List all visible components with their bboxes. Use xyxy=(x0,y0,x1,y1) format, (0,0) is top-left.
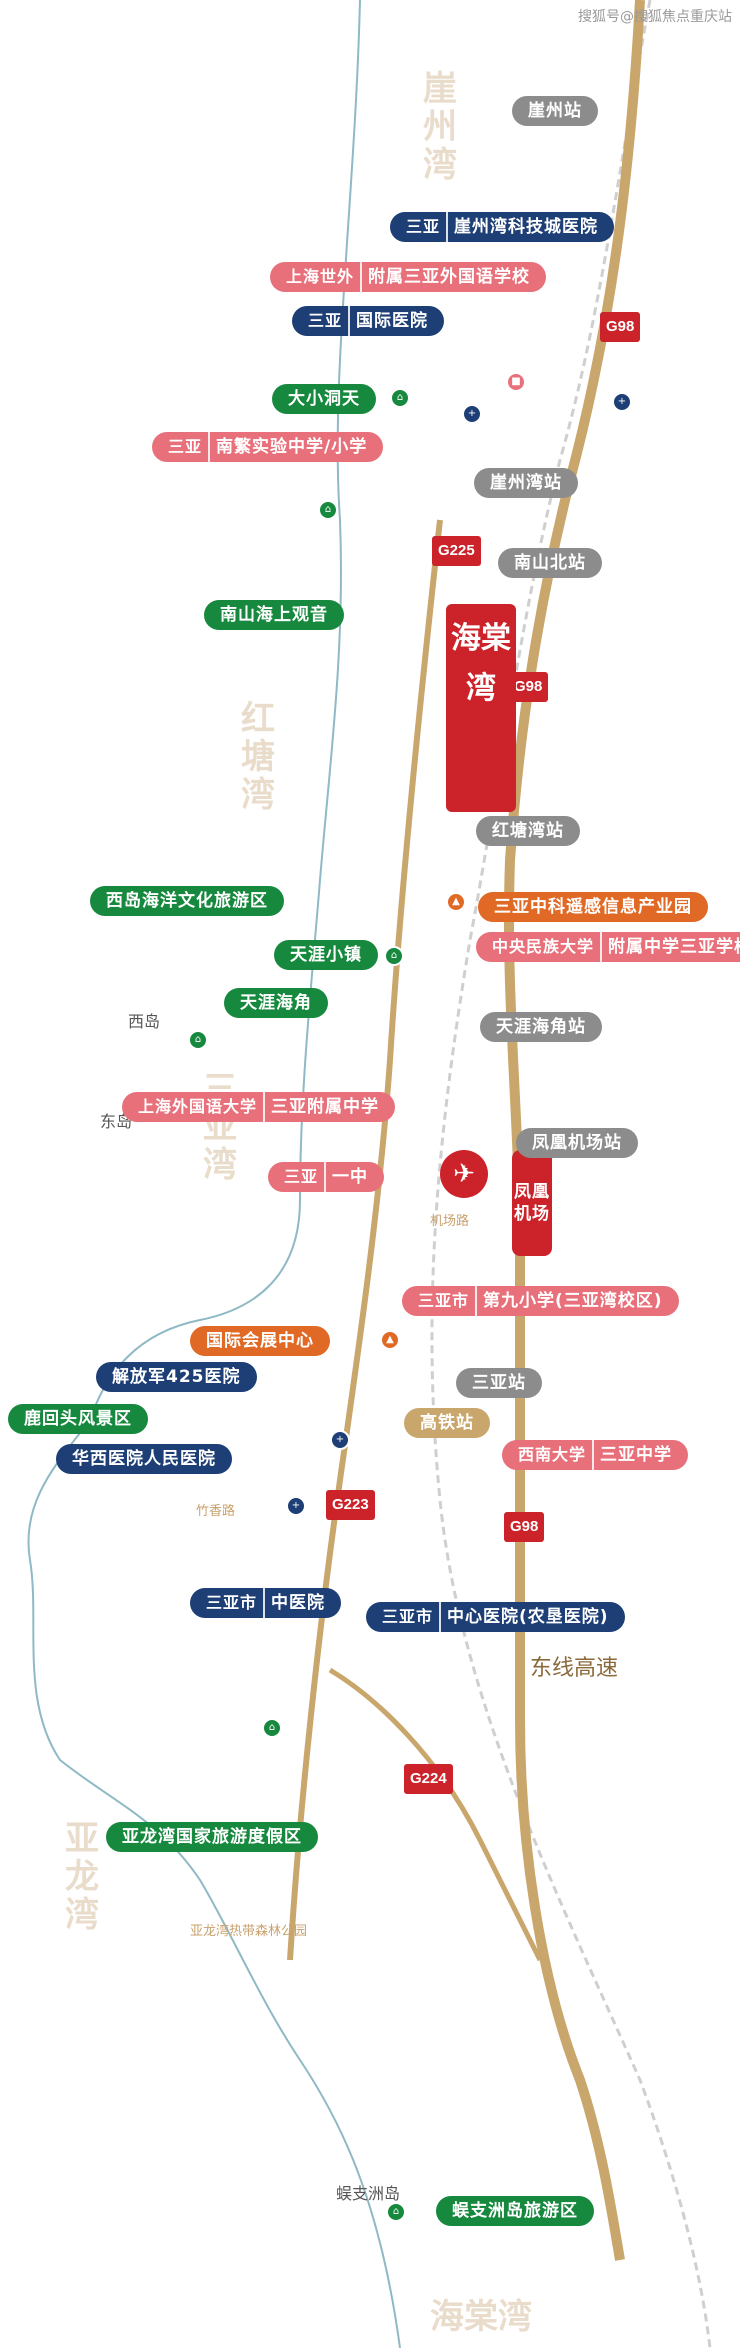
hospital-city-central-prefix: 三亚市 xyxy=(382,1602,442,1632)
scenic-wuzhizhou[interactable]: 蜈支洲岛旅游区 xyxy=(436,2196,594,2226)
station-gaotie[interactable]: 高铁站 xyxy=(404,1408,490,1438)
airport-icon: ✈ xyxy=(440,1150,488,1198)
hospital-sanya-intl-prefix: 三亚 xyxy=(308,306,351,336)
road-g98-low: G98 xyxy=(504,1512,545,1542)
place-wuzhizhou: 蜈支洲岛 xyxy=(336,2184,401,2203)
hospital-sanya-intl-name: 国际医院 xyxy=(356,311,429,331)
station-phoenix-airport[interactable]: 凤凰机场站 xyxy=(516,1128,638,1158)
hospital-marker-icon: + xyxy=(330,1430,350,1450)
industry-science-park[interactable]: 三亚中科遥感信息产业园 xyxy=(478,892,708,922)
industry-marker-icon: ▲ xyxy=(446,892,466,912)
bay-yazhou: 崖州湾 xyxy=(423,69,457,185)
school-shangwai-prefix: 上海世外 xyxy=(286,262,363,292)
project-highlight[interactable]: 海棠湾 xyxy=(446,604,516,812)
school-shangwai2-name: 三亚附属中学 xyxy=(271,1097,380,1117)
scenic-marker-icon: ⌂ xyxy=(390,388,410,408)
school-sanya-no1-prefix: 三亚 xyxy=(284,1162,327,1192)
station-sanya[interactable]: 三亚站 xyxy=(456,1368,542,1398)
school-xinan[interactable]: 西南大学 三亚中学 xyxy=(502,1440,689,1470)
school-xinan-prefix: 西南大学 xyxy=(518,1440,595,1470)
hospital-marker-icon: + xyxy=(612,392,632,412)
scenic-xidao-culture[interactable]: 西岛海洋文化旅游区 xyxy=(90,886,284,916)
school-shangwai2-prefix: 上海外国语大学 xyxy=(138,1092,266,1122)
g224-road xyxy=(328,1667,543,1962)
school-shangwai[interactable]: 上海世外 附属三亚外国语学校 xyxy=(270,262,547,292)
scenic-marker-icon: ⌂ xyxy=(188,1030,208,1050)
scenic-marker-icon: ⌂ xyxy=(384,946,404,966)
station-nanshanbei[interactable]: 南山北站 xyxy=(498,548,602,578)
road-g98-top: G98 xyxy=(600,312,641,342)
road-g224: G224 xyxy=(404,1764,453,1794)
scenic-yalong[interactable]: 亚龙湾国家旅游度假区 xyxy=(106,1822,318,1852)
road-g225: G225 xyxy=(432,536,481,566)
school-marker-icon: ■ xyxy=(506,372,526,392)
scenic-marker-icon: ⌂ xyxy=(386,2202,406,2222)
station-tianyahaijiao[interactable]: 天涯海角站 xyxy=(480,1012,602,1042)
school-nanfan-name: 南繁实验中学/小学 xyxy=(216,437,368,457)
school-nanfan-prefix: 三亚 xyxy=(168,432,211,462)
scenic-tianya[interactable]: 天涯海角 xyxy=(224,988,328,1018)
scenic-marker-icon: ⌂ xyxy=(262,1718,282,1738)
station-hongtangwan[interactable]: 红塘湾站 xyxy=(476,816,580,846)
school-shangwai-name: 附属三亚外国语学校 xyxy=(368,267,531,287)
project-name: 海棠湾 xyxy=(451,621,511,706)
school-nanfan[interactable]: 三亚 南繁实验中学/小学 xyxy=(152,432,384,462)
hospital-marker-icon: + xyxy=(462,404,482,424)
hospital-city-central[interactable]: 三亚市 中心医院(农垦医院) xyxy=(366,1602,625,1632)
hospital-people[interactable]: 华西医院人民医院 xyxy=(56,1444,232,1474)
bay-hongtang: 红塘湾 xyxy=(241,699,275,815)
scenic-dayao[interactable]: 大小洞天 xyxy=(272,384,376,414)
hospital-city-central-name: 中心医院(农垦医院) xyxy=(447,1607,609,1627)
bay-sanya: 三亚湾 xyxy=(203,1069,237,1185)
hospital-city-tcm-name: 中医院 xyxy=(271,1593,326,1613)
industry-expo[interactable]: 国际会展中心 xyxy=(190,1326,330,1356)
school-minzu-name: 附属中学三亚学校 xyxy=(608,937,740,957)
bay-yalong: 亚龙湾 xyxy=(65,1819,99,1935)
hospital-city-tcm-prefix: 三亚市 xyxy=(206,1588,266,1618)
place-xidao: 西岛 xyxy=(128,1012,161,1031)
airport-label[interactable]: 凤凰机场 xyxy=(512,1150,552,1256)
east-highway-label: 东线高速 xyxy=(530,1656,619,1681)
school-shangwai2[interactable]: 上海外国语大学 三亚附属中学 xyxy=(122,1092,396,1122)
school-no9-prefix: 三亚市 xyxy=(418,1286,478,1316)
place-road-zhuxiang: 竹香路 xyxy=(196,1504,236,1519)
place-forest-park: 亚龙湾热带森林公园 xyxy=(190,1924,308,1939)
scenic-tianya-town[interactable]: 天涯小镇 xyxy=(274,940,378,970)
hospital-city-tcm[interactable]: 三亚市 中医院 xyxy=(190,1588,342,1618)
place-dongdao: 东岛 xyxy=(100,1112,133,1131)
hospital-yazhou-science-prefix: 三亚 xyxy=(406,212,449,242)
scenic-luhuitou[interactable]: 鹿回头风景区 xyxy=(8,1404,148,1434)
station-yazhouwan[interactable]: 崖州湾站 xyxy=(474,468,578,498)
school-sanya-no1-name: 一中 xyxy=(332,1167,369,1187)
scenic-marker-icon: ⌂ xyxy=(318,500,338,520)
school-minzu[interactable]: 中央民族大学 附属中学三亚学校 xyxy=(476,932,740,962)
road-g223: G223 xyxy=(326,1490,375,1520)
railway xyxy=(430,0,712,2349)
station-yazhou[interactable]: 崖州站 xyxy=(512,96,598,126)
school-sanya-no1[interactable]: 三亚 一中 xyxy=(268,1162,385,1192)
hospital-sanya-intl[interactable]: 三亚 国际医院 xyxy=(292,306,445,336)
school-no9[interactable]: 三亚市 第九小学(三亚湾校区) xyxy=(402,1286,679,1316)
bay-haitang: 海棠湾 xyxy=(430,2297,532,2337)
hospital-marker-icon: + xyxy=(286,1496,306,1516)
school-minzu-prefix: 中央民族大学 xyxy=(492,932,603,962)
scenic-nanshan[interactable]: 南山海上观音 xyxy=(204,600,344,630)
g225-road xyxy=(287,519,443,1961)
hospital-pla425[interactable]: 解放军425医院 xyxy=(96,1362,257,1392)
watermark: 搜狐号@搜狐焦点重庆站 xyxy=(578,9,732,25)
hospital-yazhou-science[interactable]: 三亚 崖州湾科技城医院 xyxy=(390,212,615,242)
place-road-airport: 机场路 xyxy=(430,1214,470,1229)
industry-marker-icon: ▲ xyxy=(380,1330,400,1350)
school-no9-name: 第九小学(三亚湾校区) xyxy=(483,1291,663,1311)
hospital-yazhou-science-name: 崖州湾科技城医院 xyxy=(454,217,599,237)
school-xinan-name: 三亚中学 xyxy=(600,1445,673,1465)
